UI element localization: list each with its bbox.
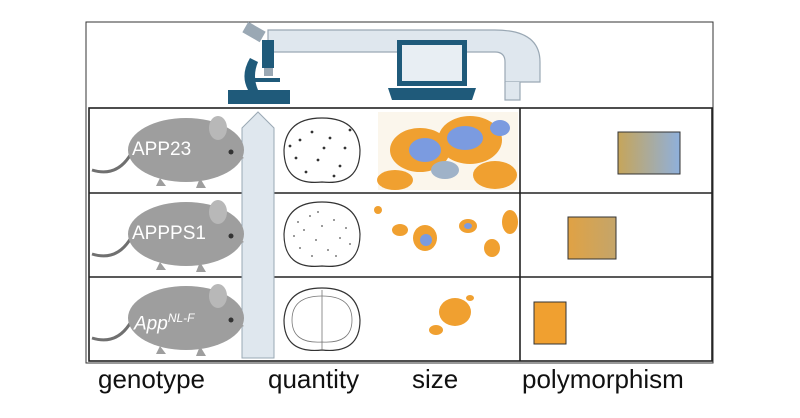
plaque-size-map [374,206,518,257]
laptop-icon [388,40,476,100]
table-grid [88,107,713,362]
genotype-label-app23: APP23 [132,139,192,160]
plaque-size-map [429,295,474,335]
genotype-label-appps1: APPPS1 [132,223,206,244]
brain-section-icon [283,287,361,352]
column-label-polymorphism: polymorphism [522,364,684,394]
row-3 [91,284,567,356]
column-label-size: size [412,364,459,394]
outer-frame [85,21,714,364]
plaque-size-map [377,112,518,190]
arrow-icon [241,111,275,359]
polymorphism-box-1 [617,131,681,175]
genotype-label-app-nlf-base: App [134,313,168,335]
data-tube [267,29,541,83]
row-1 [91,112,681,190]
brain-section-icon [283,201,361,267]
mouse-icon [91,200,244,272]
mouse-icon [91,116,244,188]
polymorphism-box-2 [567,216,617,260]
polymorphism-box-3 [533,301,567,345]
column-label-genotype: genotype [98,364,205,394]
genotype-label-app-nlf-sup: NL-F [167,311,195,325]
column-label-quantity: quantity [268,364,360,394]
brain-section-icon [283,117,361,183]
mouse-icon [91,284,244,356]
data-tube-segment [504,82,521,101]
microscope-icon [228,21,290,104]
row-2 [91,200,617,272]
genotype-label-app-nlf: AppNL-F [134,307,194,335]
acquisition-pipeline [228,21,541,104]
